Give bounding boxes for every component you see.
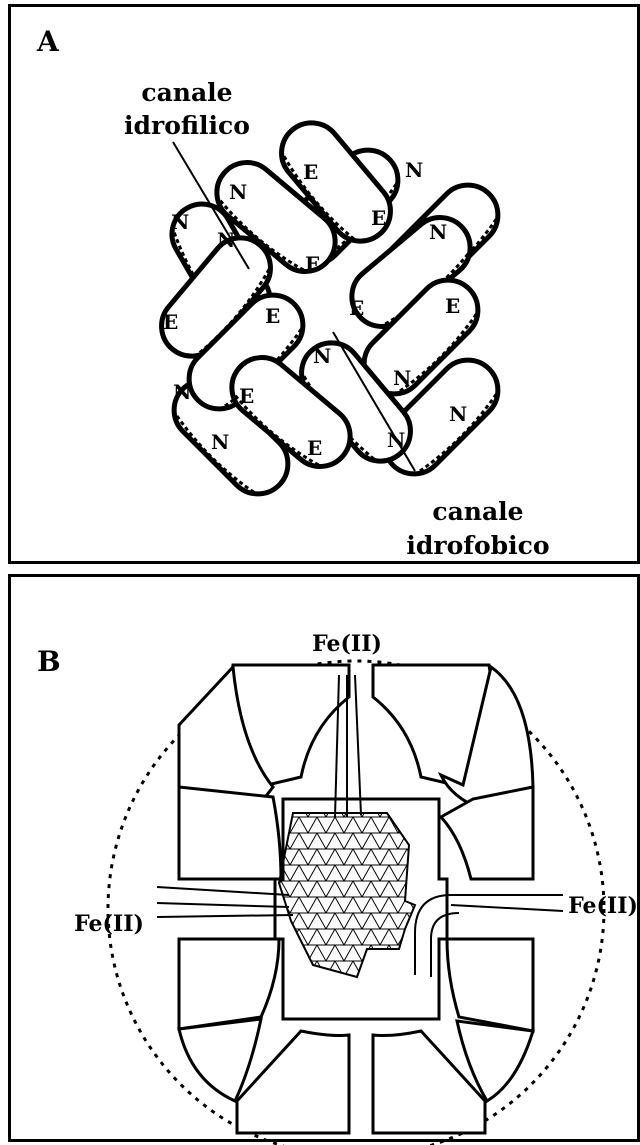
subunit-label: N bbox=[449, 402, 467, 426]
shell-subunit bbox=[447, 939, 533, 1031]
panel-b: B bbox=[8, 574, 640, 1142]
subunit-label: N bbox=[173, 380, 191, 404]
panel-a: A N E N N N E N E bbox=[8, 4, 640, 564]
panel-b-letter: B bbox=[37, 645, 61, 678]
ferritin-cross-section-drawing: B bbox=[11, 577, 640, 1145]
subunit-label: N bbox=[313, 344, 331, 368]
shell-subunit bbox=[179, 939, 279, 1029]
hydrophilic-channel-label-line2: idrofilico bbox=[124, 111, 250, 140]
hydrophilic-channel-label-line1: canale bbox=[141, 78, 232, 107]
subunit-label: N bbox=[393, 366, 411, 390]
fe-ii-label-left: Fe(II) bbox=[74, 911, 144, 937]
subunit-label: E bbox=[239, 384, 254, 408]
shell-subunit bbox=[441, 787, 533, 879]
subunit-label: E bbox=[445, 294, 460, 318]
subunit-label: N bbox=[211, 430, 229, 454]
subunit-label: N bbox=[229, 180, 247, 204]
panel-a-letter: A bbox=[36, 25, 60, 58]
subunit-label: E bbox=[163, 310, 178, 334]
subunit-label: N bbox=[405, 158, 423, 182]
subunit-label: N bbox=[171, 210, 189, 234]
hydrophobic-channel-label-line1: canale bbox=[432, 497, 523, 526]
shell-subunit bbox=[179, 787, 281, 879]
subunit-label: E bbox=[265, 304, 280, 328]
subunit-label: E bbox=[371, 206, 386, 230]
fe-ii-label-top: Fe(II) bbox=[312, 631, 382, 657]
fe-ii-label-right: Fe(II) bbox=[568, 893, 638, 919]
subunit-label: E bbox=[307, 436, 322, 460]
hydrophobic-channel-label-line2: idrofobico bbox=[406, 531, 549, 560]
subunit-label: N bbox=[429, 220, 447, 244]
subunit-label: E bbox=[303, 160, 318, 184]
subunit-label: E bbox=[305, 252, 320, 276]
ferritin-shell-drawing: A N E N N N E N E bbox=[11, 7, 640, 567]
subunit-label: E bbox=[349, 296, 364, 320]
